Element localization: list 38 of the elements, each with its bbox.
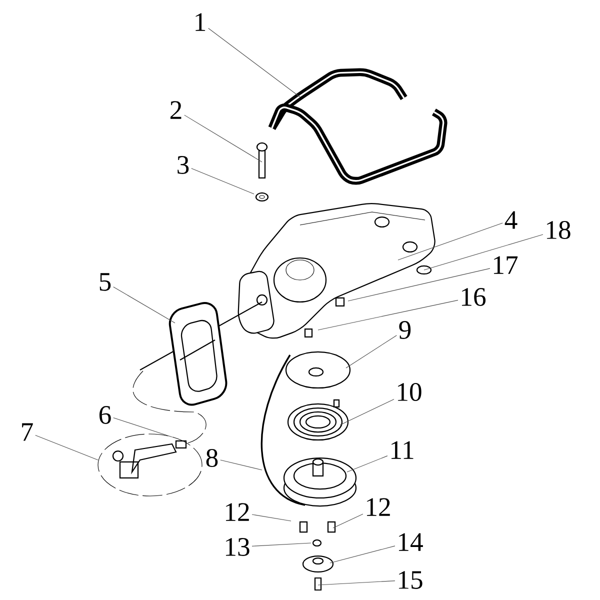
callout-number: 11: [391, 441, 414, 459]
callout-number: 8: [206, 449, 218, 468]
leader-line: [346, 335, 397, 368]
leader-line: [113, 286, 176, 324]
callout-number: 18: [546, 221, 570, 240]
callout-number: 16: [462, 288, 486, 306]
leader-line: [184, 114, 262, 162]
leader-line: [220, 460, 262, 470]
leader-line: [191, 168, 254, 194]
callout-number: 4: [504, 211, 518, 229]
leader-line: [252, 542, 312, 546]
callout-number: 9: [399, 321, 411, 339]
callout-number: 6: [99, 406, 111, 424]
callout-number: 14: [398, 533, 423, 551]
leader-line: [318, 300, 458, 330]
callout-number: 12: [366, 498, 390, 516]
leader-line: [424, 234, 544, 270]
callout-number: 1: [196, 13, 206, 31]
callout-number: 13: [226, 538, 250, 556]
leader-line: [340, 398, 394, 426]
callout-number: 2: [170, 101, 182, 119]
callout-number: 15: [398, 571, 422, 589]
leader-line: [346, 456, 388, 472]
leader-line: [252, 514, 292, 522]
callout-number: 10: [398, 383, 422, 402]
leader-line: [330, 546, 396, 564]
leader-line: [113, 417, 172, 438]
callout-number: 7: [22, 423, 33, 441]
leader-line: [332, 514, 364, 528]
callout-number: 5: [100, 273, 111, 291]
callout-number: 17: [494, 256, 518, 274]
leader-line: [348, 268, 490, 302]
callout-number: 12: [226, 503, 249, 521]
leader-line: [208, 28, 300, 98]
leader-line: [35, 435, 98, 460]
leader-line: [398, 222, 503, 260]
callout-number: 3: [178, 156, 189, 174]
leader-line: [318, 580, 396, 586]
